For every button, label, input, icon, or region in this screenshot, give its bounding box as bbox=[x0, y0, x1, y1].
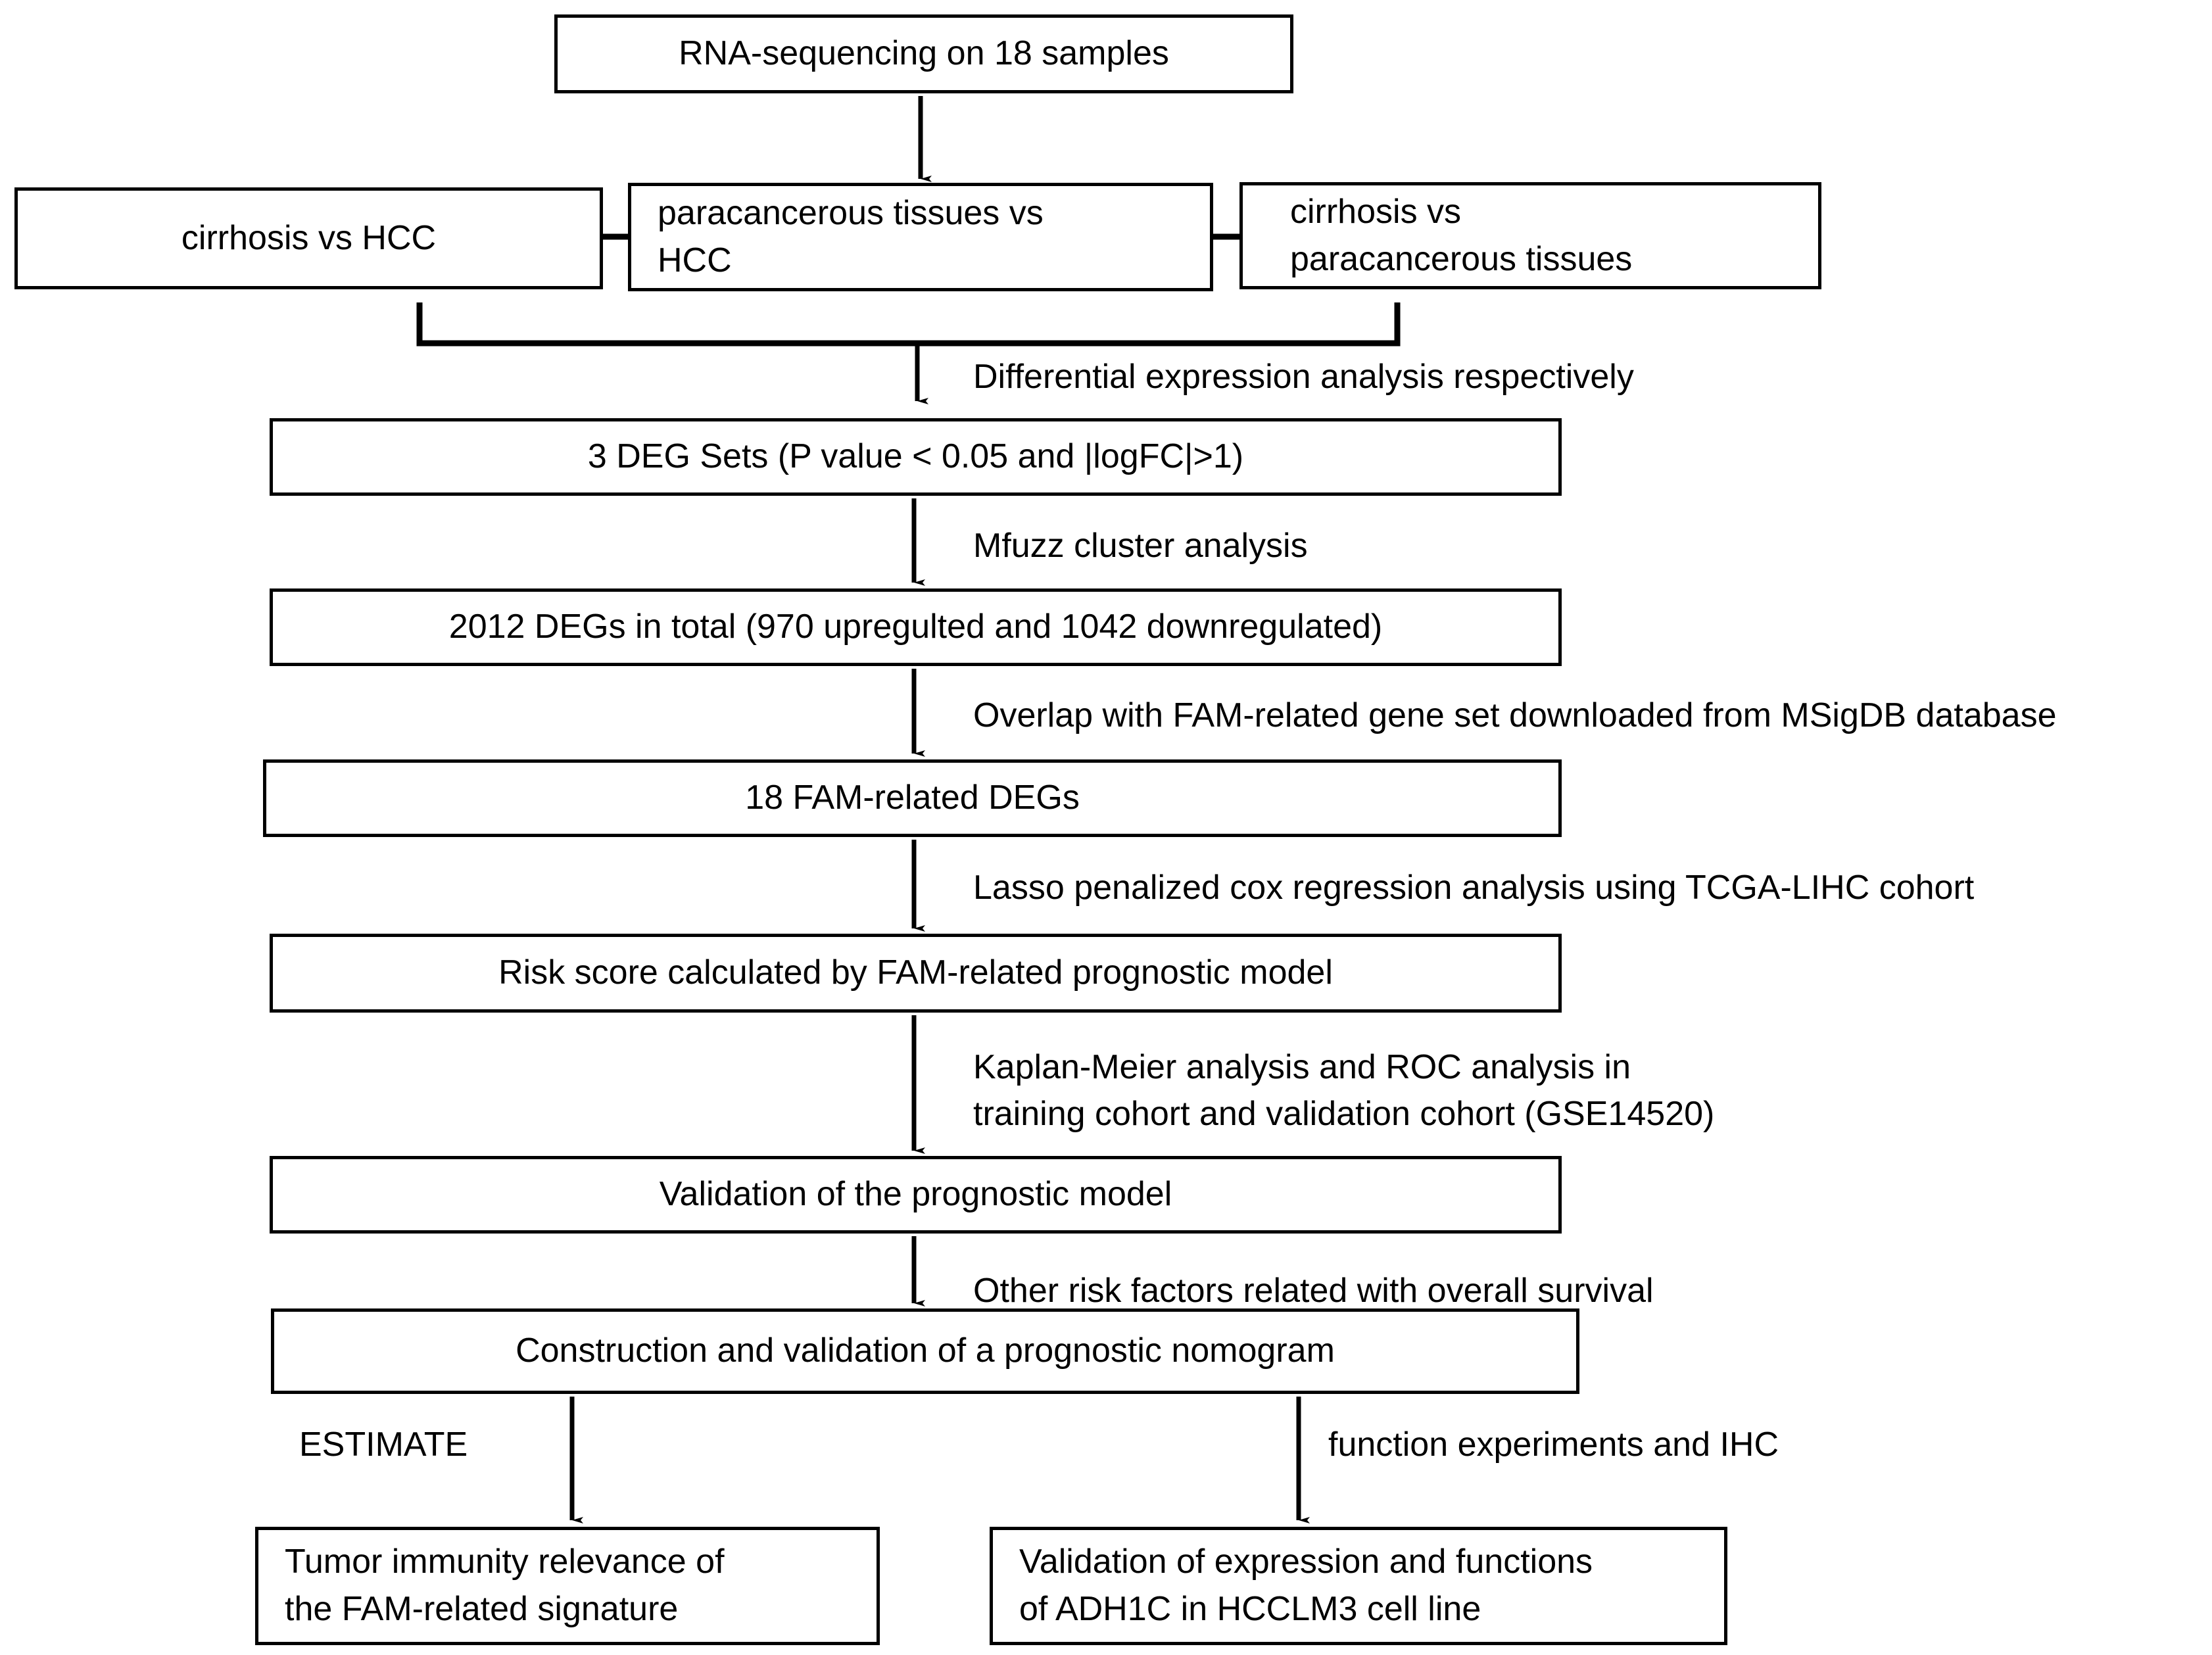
node-risk-score[interactable]: Risk score calculated by FAM-related pro… bbox=[270, 934, 1562, 1013]
node-tumor-immunity-label: Tumor immunity relevance of the FAM-rela… bbox=[285, 1543, 725, 1628]
node-deg-sets-label: 3 DEG Sets (P value < 0.05 and |logFC|>1… bbox=[587, 437, 1244, 476]
node-cirrhosis-vs-paracancerous[interactable]: cirrhosis vs paracancerous tissues bbox=[1239, 182, 1821, 289]
node-validation-model[interactable]: Validation of the prognostic model bbox=[270, 1156, 1562, 1234]
edge-label-lasso-cox-regression: Lasso penalized cox regression analysis … bbox=[973, 869, 1975, 907]
node-rna-sequencing[interactable]: RNA-sequencing on 18 samples bbox=[554, 14, 1293, 93]
edge-label-mfuzz-cluster-analysis: Mfuzz cluster analysis bbox=[973, 527, 1308, 565]
connector-bracket bbox=[416, 302, 1401, 347]
node-fam-related-degs-label: 18 FAM-related DEGs bbox=[745, 779, 1080, 817]
node-paracancerous-vs-hcc[interactable]: paracancerous tissues vs HCC bbox=[628, 183, 1213, 291]
node-rna-sequencing-label: RNA-sequencing on 18 samples bbox=[679, 34, 1169, 73]
node-deg-sets[interactable]: 3 DEG Sets (P value < 0.05 and |logFC|>1… bbox=[270, 418, 1562, 496]
node-paracancerous-vs-hcc-label: paracancerous tissues vs HCC bbox=[658, 193, 1044, 279]
node-nomogram-label: Construction and validation of a prognos… bbox=[516, 1331, 1335, 1370]
node-risk-score-label: Risk score calculated by FAM-related pro… bbox=[498, 953, 1333, 992]
node-cirrhosis-vs-hcc[interactable]: cirrhosis vs HCC bbox=[14, 187, 603, 289]
edge-label-estimate: ESTIMATE bbox=[299, 1426, 468, 1464]
edge-label-km-roc-analysis: Kaplan-Meier analysis and ROC analysis i… bbox=[973, 1048, 1715, 1133]
edge-label-overlap-msigdb: Overlap with FAM-related gene set downlo… bbox=[973, 696, 2057, 734]
node-validation-model-label: Validation of the prognostic model bbox=[659, 1175, 1172, 1214]
node-fam-related-degs[interactable]: 18 FAM-related DEGs bbox=[263, 759, 1562, 837]
node-nomogram[interactable]: Construction and validation of a prognos… bbox=[271, 1308, 1579, 1394]
node-tumor-immunity[interactable]: Tumor immunity relevance of the FAM-rela… bbox=[255, 1527, 880, 1645]
edge-label-function-experiments-ihc: function experiments and IHC bbox=[1328, 1426, 1779, 1464]
node-cirrhosis-vs-hcc-label: cirrhosis vs HCC bbox=[181, 218, 437, 257]
node-degs-total-label: 2012 DEGs in total (970 upregulted and 1… bbox=[448, 608, 1383, 646]
node-degs-total[interactable]: 2012 DEGs in total (970 upregulted and 1… bbox=[270, 588, 1562, 666]
node-cirrhosis-vs-paracancerous-label: cirrhosis vs paracancerous tissues bbox=[1290, 192, 1633, 278]
node-adh1c-validation-label: Validation of expression and functions o… bbox=[1019, 1543, 1593, 1628]
node-adh1c-validation[interactable]: Validation of expression and functions o… bbox=[990, 1527, 1727, 1645]
edge-label-differential-expression: Differential expression analysis respect… bbox=[973, 358, 1634, 396]
edge-label-other-risk-factors: Other risk factors related with overall … bbox=[973, 1272, 1654, 1310]
